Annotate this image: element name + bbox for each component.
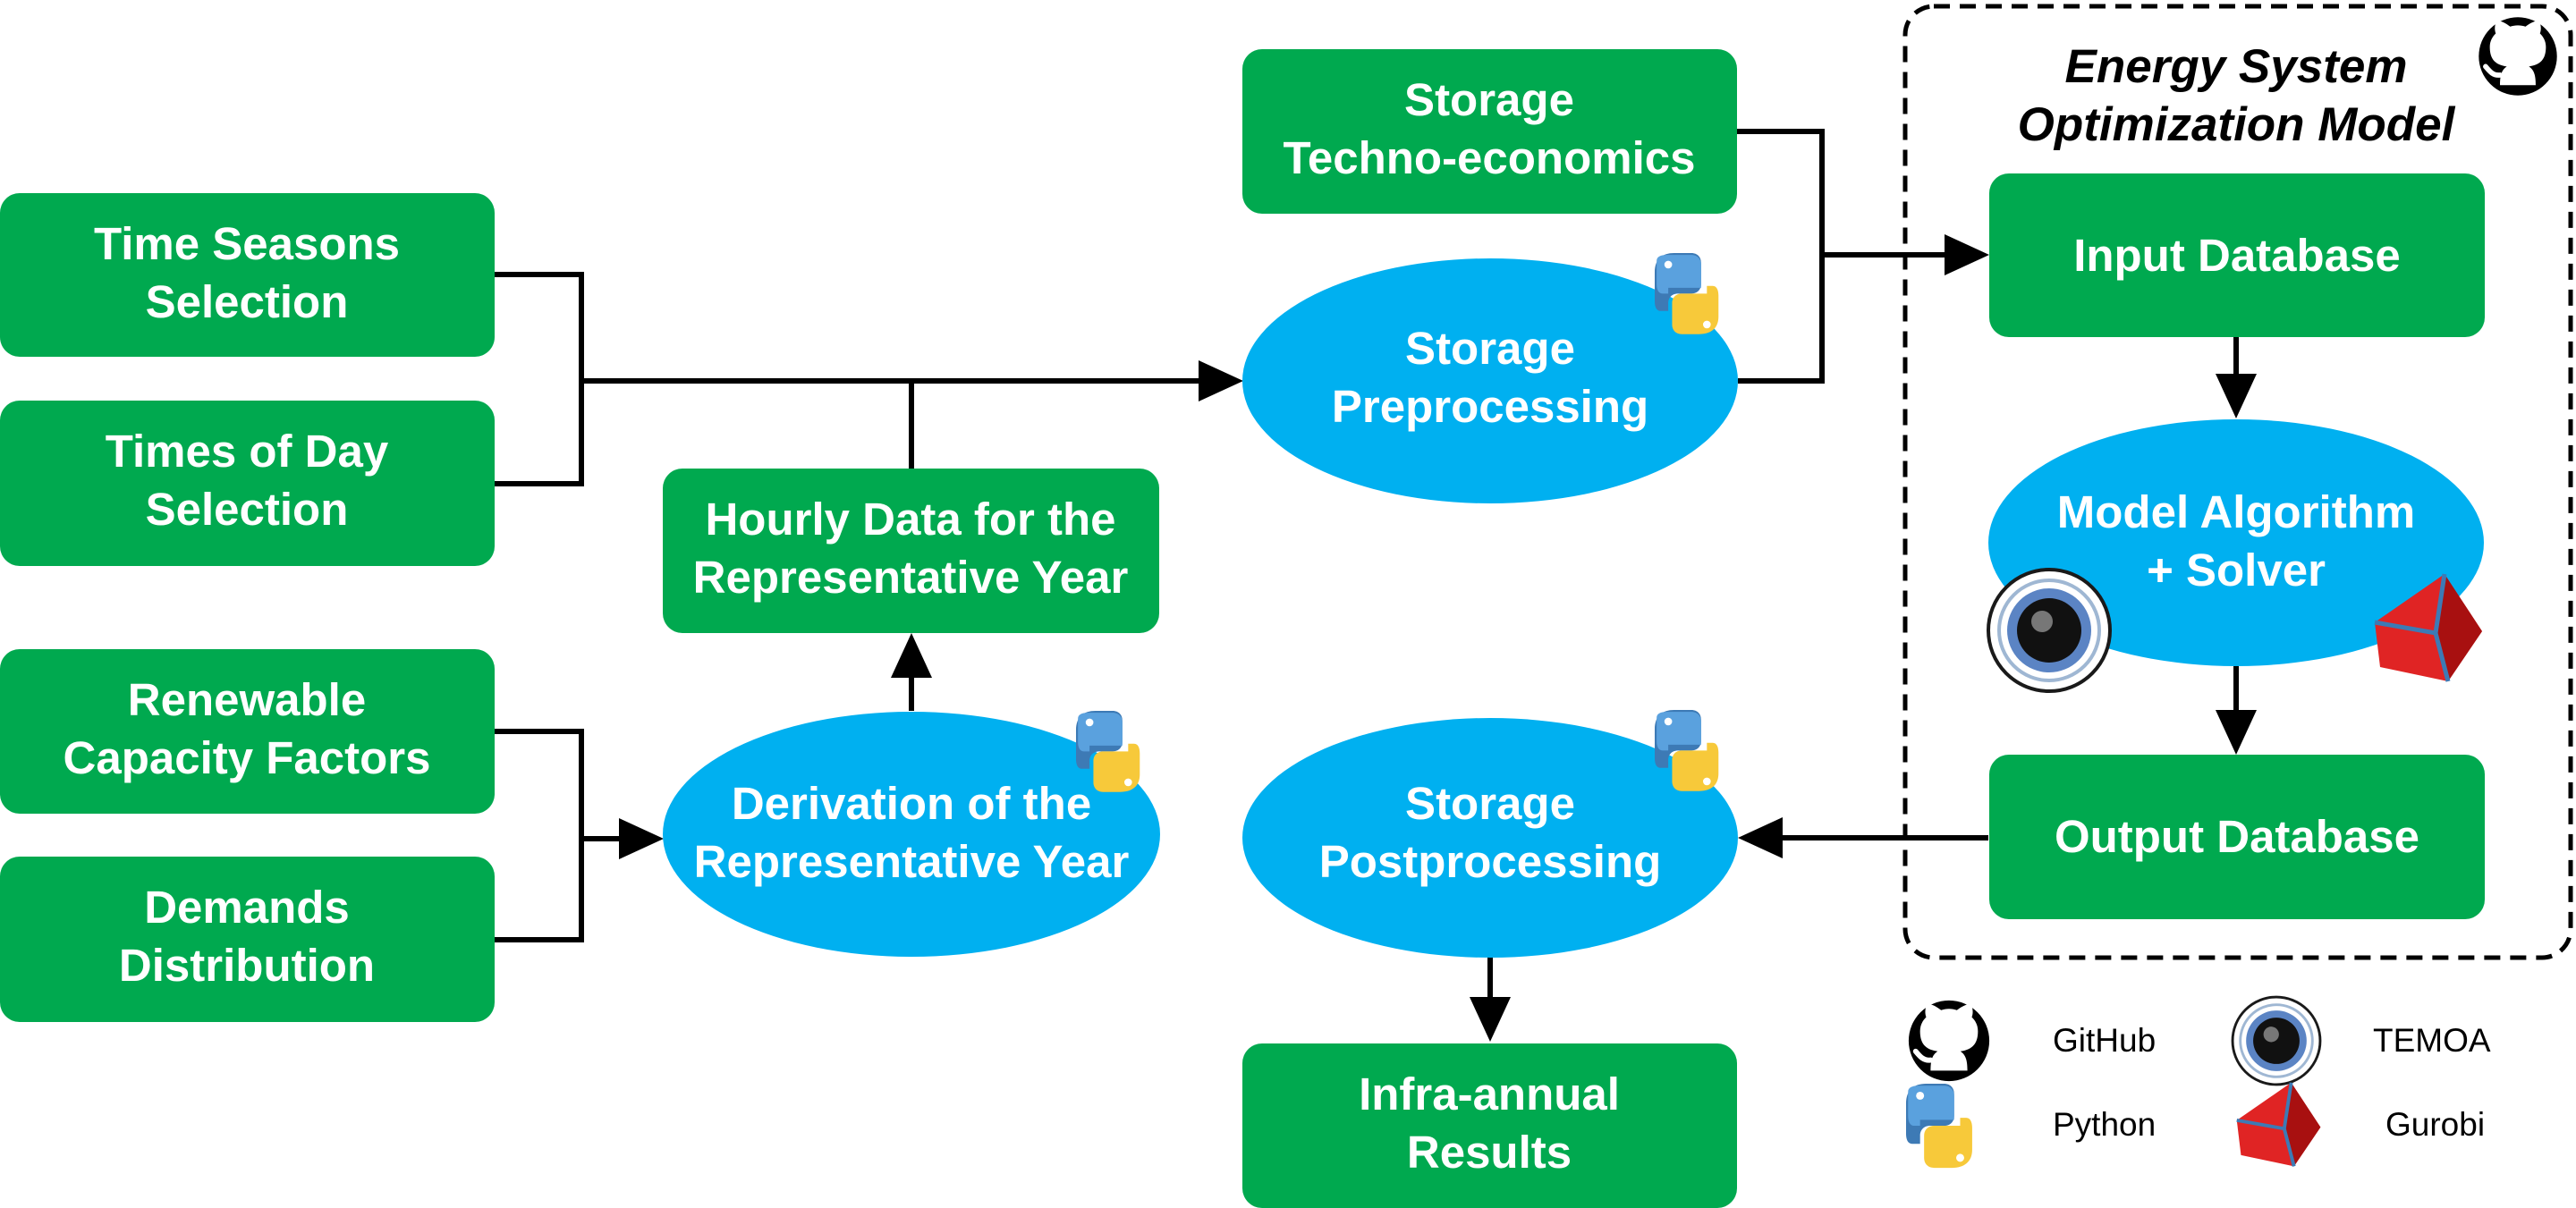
- node-times-of-day-line1: Times of Day: [106, 426, 389, 477]
- group-title: Energy System: [2065, 40, 2408, 93]
- node-pre-line1: Storage: [1405, 323, 1575, 374]
- node-model-line1: Model Algorithm: [2057, 486, 2415, 537]
- edge-techno-to-junction: [1737, 129, 1825, 255]
- node-time-seasons-line2: Selection: [146, 276, 349, 327]
- node-output-database: Output Database: [1989, 755, 2485, 919]
- node-times-of-day-line2: Selection: [146, 484, 349, 535]
- group-title-2: Optimization Model: [2018, 98, 2456, 151]
- arrowhead-hourly: [891, 633, 932, 678]
- node-techno-line1: Storage: [1404, 74, 1574, 125]
- edge-timeofday-to-junction: [495, 381, 584, 486]
- node-renewable-capacity-factors: Renewable Capacity Factors: [0, 649, 495, 814]
- github-icon: [2479, 17, 2556, 95]
- node-storage-postprocessing: Storage Postprocessing: [1242, 718, 1738, 958]
- arrowhead-postprocessing: [1738, 817, 1783, 858]
- node-hourly-data: Hourly Data for the Representative Year: [663, 469, 1159, 633]
- node-hourly-line1: Hourly Data for the: [705, 494, 1115, 545]
- legend-label-gurobi: Gurobi: [2385, 1106, 2485, 1143]
- group-title-line2: Optimization Model: [2018, 98, 2456, 151]
- node-output-line1: Output Database: [2055, 811, 2419, 862]
- node-derivation-representative-year: Derivation of the Representative Year: [663, 712, 1160, 957]
- legend-label-temoa: TEMOA: [2373, 1022, 2491, 1059]
- node-input-database: Input Database: [1989, 173, 2485, 337]
- edge-renewable-to-junction: [495, 729, 584, 839]
- energy-system-group: [1902, 4, 2573, 960]
- node-time-seasons: Time Seasons Selection: [0, 193, 495, 357]
- node-derivation-line2: Representative Year: [694, 836, 1130, 887]
- node-times-of-day: Times of Day Selection: [0, 401, 495, 566]
- edge-seasons-to-junction: [495, 272, 584, 381]
- node-input-line1: Input Database: [2073, 230, 2401, 281]
- node-post-line2: Postprocessing: [1319, 836, 1662, 887]
- gurobi-icon: [2234, 1080, 2323, 1169]
- arrowhead-model: [2216, 374, 2257, 418]
- node-demands-distribution: Demands Distribution: [0, 857, 495, 1022]
- arrowhead-input: [1945, 234, 1989, 275]
- node-storage-preprocessing: Storage Preprocessing: [1242, 258, 1738, 503]
- legend-label-python: Python: [2053, 1106, 2156, 1143]
- node-post-line1: Storage: [1405, 778, 1575, 829]
- node-model-algorithm-solver: Model Algorithm + Solver: [1988, 419, 2484, 666]
- node-renewable-line2: Capacity Factors: [64, 732, 431, 783]
- legend-label-github: GitHub: [2053, 1022, 2156, 1059]
- node-renewable-line1: Renewable: [128, 674, 366, 725]
- temoa-icon: [1987, 568, 2112, 693]
- group-title-line1: Energy System: [2065, 40, 2408, 93]
- node-storage-techno-economics: Storage Techno-economics: [1242, 49, 1737, 214]
- node-demands-line2: Distribution: [119, 940, 375, 991]
- node-demands-line1: Demands: [144, 882, 350, 933]
- node-infra-annual-results: Infra-annual Results: [1242, 1043, 1737, 1208]
- legend: GitHub TEMOA Python Gurobi: [1906, 995, 2491, 1169]
- edge-preprocessing-to-junction: [1738, 255, 1825, 384]
- arrowhead-preprocessing: [1199, 360, 1243, 401]
- python-icon: [1906, 1084, 1972, 1169]
- node-hourly-line2: Representative Year: [693, 552, 1129, 603]
- node-model-line2: + Solver: [2147, 545, 2326, 596]
- temoa-icon: [2231, 995, 2322, 1086]
- node-infra-line1: Infra-annual: [1359, 1069, 1620, 1119]
- node-techno-line2: Techno-economics: [1284, 132, 1696, 183]
- node-infra-line2: Results: [1407, 1127, 1572, 1178]
- node-time-seasons-line1: Time Seasons: [94, 218, 400, 269]
- github-icon: [1909, 1001, 1989, 1081]
- edge-demands-to-junction: [495, 839, 584, 942]
- arrowhead-output: [2216, 710, 2257, 755]
- arrowhead-results: [1470, 997, 1511, 1042]
- node-derivation-line1: Derivation of the: [732, 778, 1091, 829]
- arrowhead-derivation: [619, 818, 664, 859]
- node-pre-line2: Preprocessing: [1332, 381, 1648, 432]
